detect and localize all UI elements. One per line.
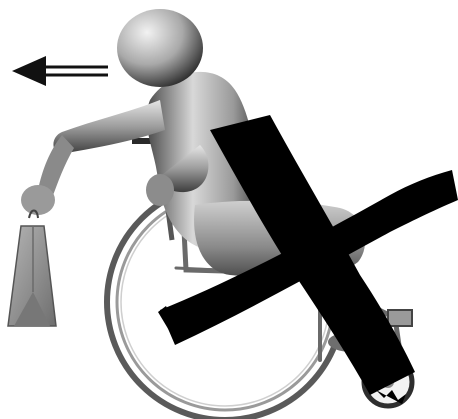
figure-reaching-arm	[21, 100, 165, 215]
arrow-left-icon	[12, 56, 108, 86]
figure-head	[117, 9, 203, 87]
shopping-bag-icon	[8, 211, 56, 327]
